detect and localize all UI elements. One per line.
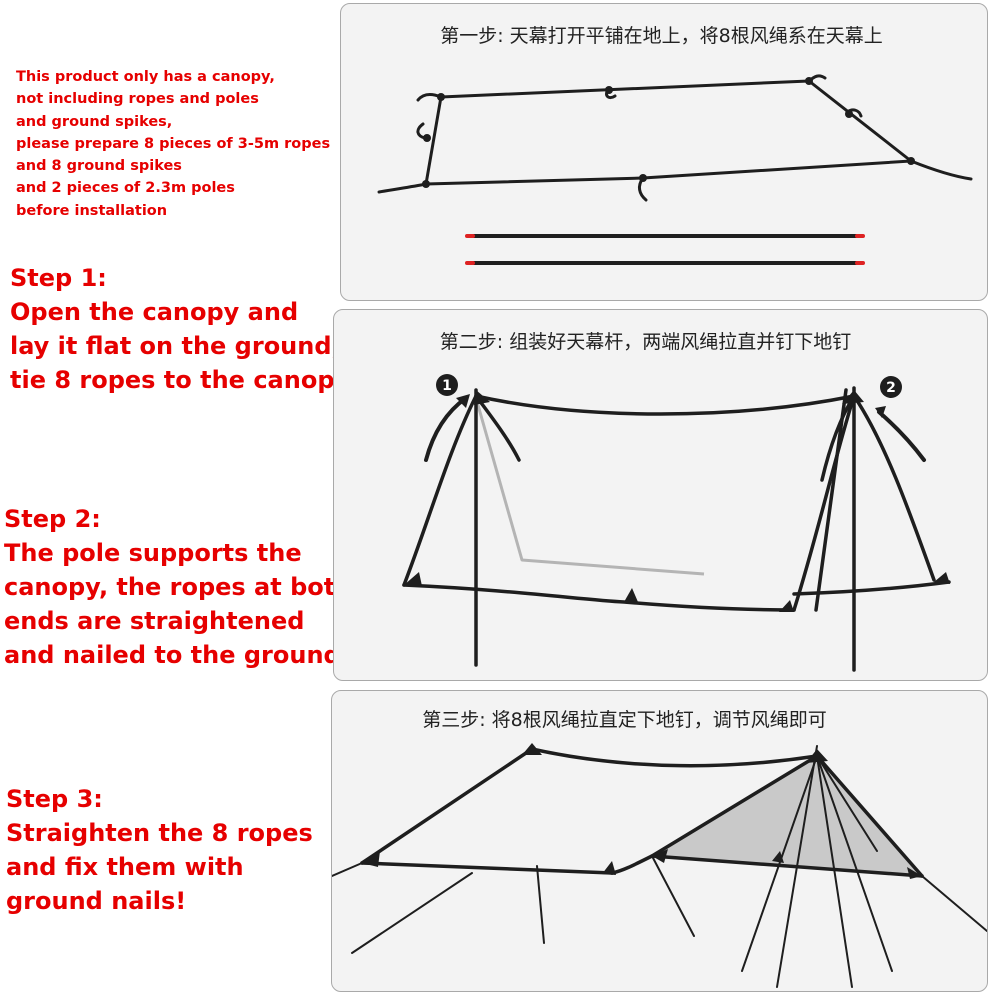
canopy-edge — [792, 580, 951, 596]
step-1-panel: 第一步: 天幕打开平铺在地上，将8根风绳系在天幕上 — [340, 3, 988, 301]
rope — [816, 755, 878, 852]
rope — [351, 872, 473, 954]
step-text: Straighten the 8 ropes — [6, 819, 313, 847]
canopy-outline — [424, 79, 913, 186]
arrow-right — [877, 410, 926, 462]
notice-line: not including ropes and poles — [16, 91, 259, 108]
canopy-edge — [402, 394, 478, 587]
canopy-edge — [530, 747, 819, 768]
rope — [909, 159, 973, 181]
notice-line: please prepare 8 pieces of 3-5m ropes — [16, 135, 331, 152]
rope — [820, 394, 856, 482]
pole — [536, 865, 545, 944]
step-1-instructions: Step 1: Open the canopy and lay it flat … — [10, 261, 350, 397]
step-heading: Step 2: — [4, 505, 101, 533]
rope — [651, 855, 695, 937]
arrow-head-icon — [875, 406, 886, 418]
notice-line: and 2 pieces of 2.3m poles — [16, 180, 235, 197]
step-2-panel: 第二步: 组装好天幕杆，两端风绳拉直并钉下地钉 — [333, 309, 988, 681]
step-text: and nailed to the ground — [4, 641, 341, 669]
rope — [377, 182, 428, 194]
rope — [474, 394, 521, 462]
rope — [816, 755, 893, 972]
step-text: lay it flat on the ground, — [10, 332, 341, 360]
flat-canopy-illustration — [377, 74, 973, 265]
marker-label: 2 — [886, 380, 896, 396]
step-marker-1-icon: 1 — [436, 374, 458, 396]
poles — [465, 234, 865, 265]
product-notice: This product only has a canopy, not incl… — [16, 66, 334, 222]
step-text: ground nails! — [6, 887, 187, 915]
corner-anchors — [404, 390, 950, 612]
canopy-edge — [360, 747, 534, 865]
step-3-panel: 第三步: 将8根风绳拉直定下地钉，调节风绳即可 — [331, 690, 988, 992]
canopy-edge — [360, 861, 614, 875]
step-text: canopy, the ropes at both — [4, 573, 353, 601]
step-3-instructions: Step 3: Straighten the 8 ropes and fix t… — [6, 782, 313, 918]
rope — [332, 862, 363, 877]
panel-title: 第三步: 将8根风绳拉直定下地钉，调节风绳即可 — [422, 709, 827, 731]
step-marker-2-icon: 2 — [880, 376, 902, 398]
marker-label: 1 — [442, 378, 452, 394]
step-heading: Step 3: — [6, 785, 103, 813]
step-text: and fix them with — [6, 853, 244, 881]
shaded-canopy-face — [652, 756, 922, 876]
step-text: The pole supports the — [4, 539, 302, 567]
canopy-edge — [852, 394, 936, 582]
ghost-canopy — [474, 397, 705, 590]
canopy-edge — [402, 583, 796, 612]
canopy-edge — [815, 754, 924, 878]
notice-line: before installation — [16, 202, 168, 219]
step-2-instructions: Step 2: The pole supports the canopy, th… — [4, 502, 352, 672]
pole-raising-illustration: 1 2 — [402, 374, 951, 672]
notice-line: This product only has a canopy, — [16, 69, 275, 85]
step-text: ends are straightened — [4, 607, 305, 635]
panel-title: 第二步: 组装好天幕杆，两端风绳拉直并钉下地钉 — [439, 331, 852, 353]
canopy-edge — [792, 394, 856, 612]
corner-anchors — [362, 743, 922, 879]
notice-line: and ground spikes, — [16, 113, 173, 130]
arrow-head-icon — [456, 394, 470, 408]
step-text: Open the canopy and — [10, 298, 299, 326]
notice-line: and 8 ground spikes — [16, 158, 182, 175]
tie-knots — [422, 77, 915, 188]
finished-tarp-illustration — [332, 743, 987, 988]
pole — [776, 745, 818, 988]
rope — [741, 755, 818, 972]
rope — [921, 875, 987, 932]
step-heading: Step 1: — [10, 264, 107, 292]
panel-title: 第一步: 天幕打开平铺在地上，将8根风绳系在天幕上 — [440, 25, 883, 47]
rope — [816, 755, 853, 988]
canopy-edge — [650, 854, 924, 878]
step-text: tie 8 ropes to the canopy — [10, 366, 351, 394]
canopy-edge — [474, 394, 856, 416]
